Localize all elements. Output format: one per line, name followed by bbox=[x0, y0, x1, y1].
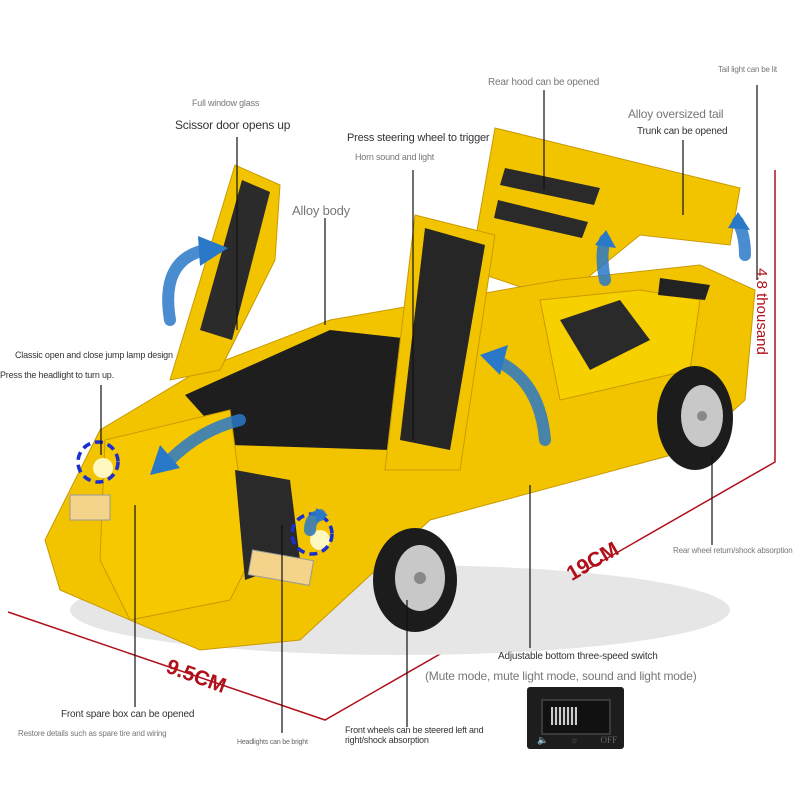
label-press-headlight: Press the headlight to turn up. bbox=[0, 370, 114, 380]
label-jump-lamp: Classic open and close jump lamp design bbox=[15, 350, 173, 360]
sound-icon: 🔈 bbox=[537, 735, 549, 745]
leader-lines bbox=[100, 85, 758, 733]
label-modes: (Mute mode, mute light mode, sound and l… bbox=[425, 669, 697, 683]
label-rear-hood: Rear hood can be opened bbox=[488, 77, 600, 88]
label-trunk: Trunk can be opened bbox=[637, 126, 728, 137]
label-headlights-bright: Headlights can be bright bbox=[237, 739, 308, 746]
rear-wheel bbox=[657, 366, 733, 470]
label-alloy-tail: Alloy oversized tail bbox=[628, 107, 724, 121]
headlight-left-ring bbox=[76, 440, 120, 484]
label-front-spare: Front spare box can be opened bbox=[61, 709, 195, 720]
label-rear-wheel: Rear wheel return/shock absorption bbox=[673, 546, 793, 555]
dimension-height: 4.8 thousand bbox=[752, 268, 770, 355]
front-hood bbox=[99, 409, 251, 621]
off-mark: OFF bbox=[600, 735, 617, 745]
label-full-window-glass: Full window glass bbox=[192, 98, 260, 108]
label-three-speed: Adjustable bottom three-speed switch bbox=[498, 651, 658, 662]
label-tail-light: Tail light can be lit bbox=[718, 65, 777, 74]
label-press-steering: Press steering wheel to trigger bbox=[347, 132, 490, 144]
label-horn-sound: Horn sound and light bbox=[355, 152, 435, 162]
light-icon: ☼ bbox=[570, 735, 579, 745]
switch-knob bbox=[551, 707, 577, 725]
label-alloy-body: Alloy body bbox=[292, 203, 350, 218]
label-scissor-door: Scissor door opens up bbox=[175, 118, 291, 132]
three-speed-switch: 🔈 ☼ OFF bbox=[527, 687, 624, 749]
label-front-wheels: Front wheels can be steered left and rig… bbox=[345, 725, 484, 745]
front-wheel bbox=[373, 528, 457, 632]
label-restore-details: Restore details such as spare tire and w… bbox=[18, 729, 167, 738]
